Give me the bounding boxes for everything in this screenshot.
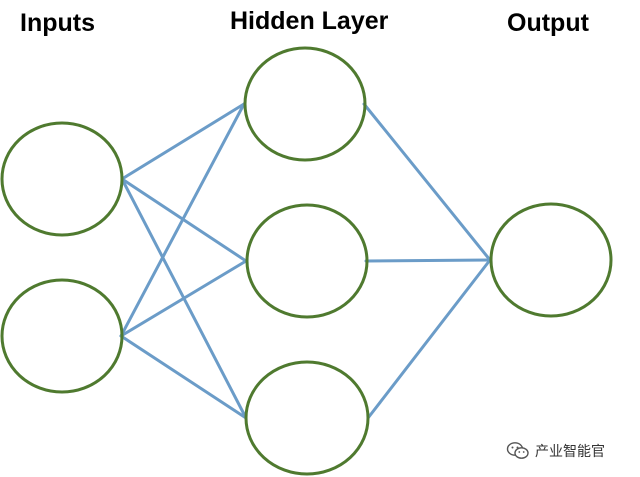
node-h-2 <box>245 203 369 319</box>
node-out-1 <box>489 202 613 318</box>
inputs-layer-label: Inputs <box>20 9 95 37</box>
edge-h-3-out-1 <box>366 258 492 420</box>
edge-in-2-h-2 <box>119 259 248 338</box>
edge-in-2-h-3 <box>119 334 248 420</box>
connections <box>119 102 492 420</box>
node-in-1 <box>0 121 124 237</box>
neurons <box>0 46 613 476</box>
edge-h-2-out-1 <box>364 258 492 263</box>
edge-in-2-h-1 <box>119 102 246 338</box>
edge-h-1-out-1 <box>362 102 492 262</box>
node-h-1 <box>243 46 367 162</box>
output-layer-label: Output <box>507 9 589 37</box>
edge-in-1-h-1 <box>120 102 246 181</box>
hidden-layer-label: Hidden Layer <box>230 7 389 35</box>
watermark-text: 产业智能官 <box>535 444 605 460</box>
node-h-3 <box>244 360 370 476</box>
wechat-icon <box>506 441 530 461</box>
node-in-2 <box>0 278 124 394</box>
watermark: 产业智能官 <box>506 440 605 462</box>
